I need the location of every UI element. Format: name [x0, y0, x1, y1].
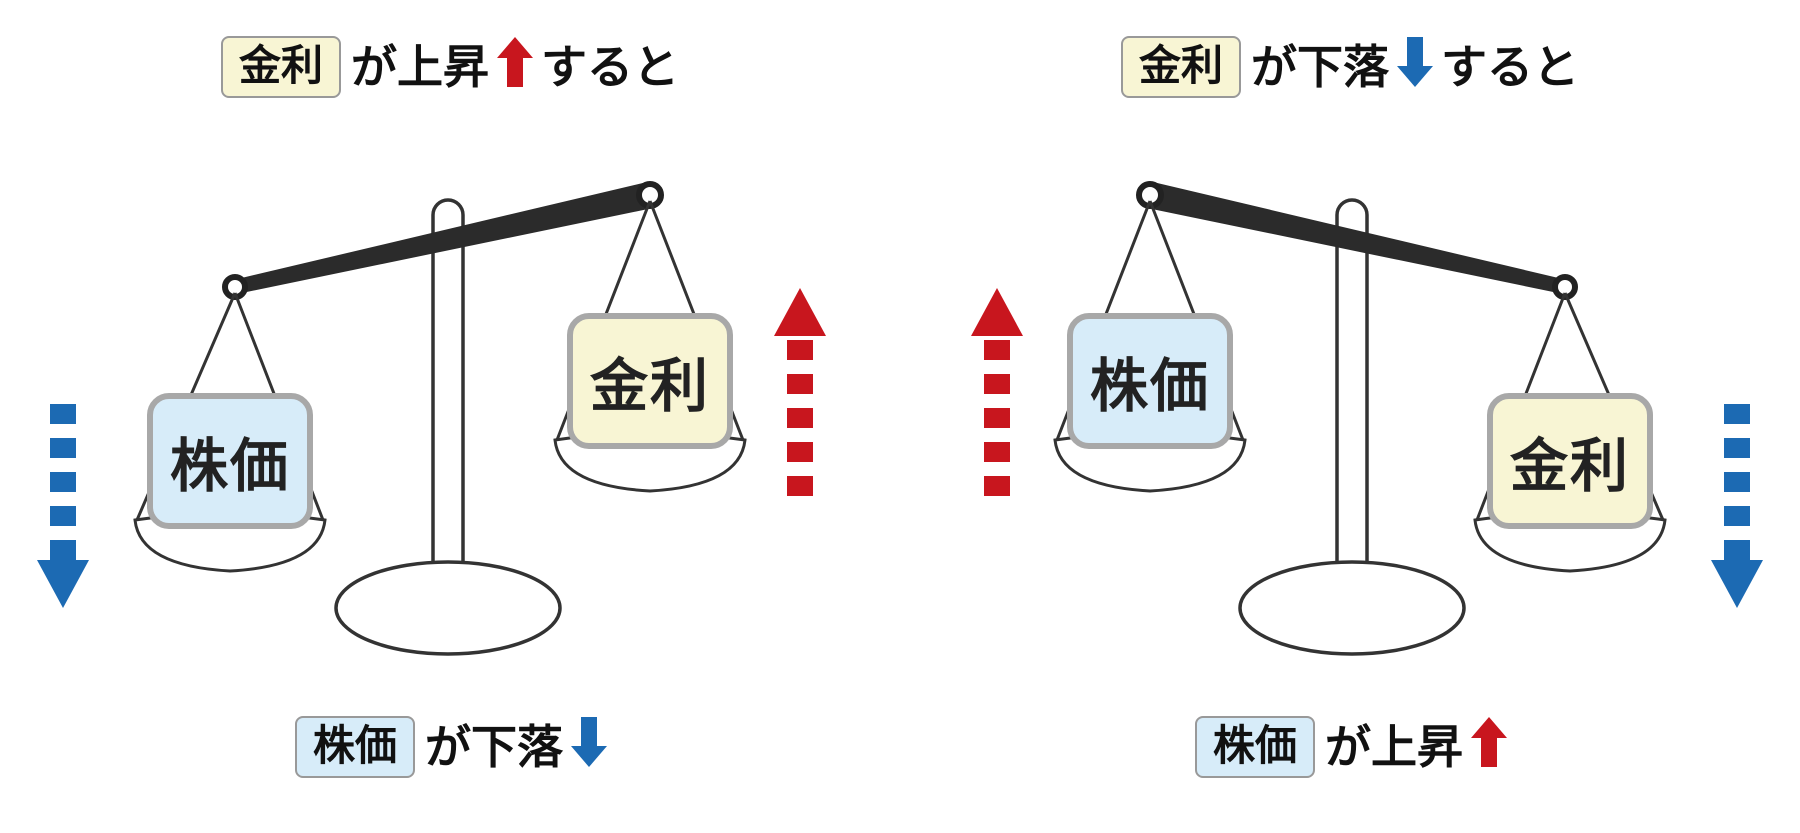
keyword-interest-chip: 金利: [220, 36, 341, 99]
label-interest-left-scale: 金利: [567, 313, 733, 449]
title-suffix: すると: [1441, 40, 1579, 93]
beam-ring-left: [1136, 181, 1164, 209]
title-suffix: すると: [541, 40, 679, 93]
up-arrow-icon: [1471, 716, 1507, 778]
footer-text: が下落: [425, 720, 563, 773]
pillar: [1335, 198, 1369, 602]
pillar: [431, 198, 465, 602]
label-interest-right-scale: 金利: [1487, 393, 1653, 529]
down-arrow-dashed-icon: [37, 404, 89, 608]
beam: [1147, 182, 1567, 294]
up-arrow-dashed-icon: [971, 288, 1023, 496]
label-stock-left-scale: 株価: [147, 393, 313, 529]
label-stock-right-scale: 株価: [1067, 313, 1233, 449]
up-arrow-icon: [497, 36, 533, 98]
down-arrow-icon: [1397, 36, 1433, 98]
beam: [233, 182, 653, 294]
title-text: が下落: [1251, 40, 1389, 93]
right-title: 金利 が下落 すると: [900, 36, 1800, 99]
base: [1238, 560, 1466, 656]
base: [334, 560, 562, 656]
keyword-interest-chip: 金利: [1120, 36, 1241, 99]
title-text: が上昇: [351, 40, 489, 93]
up-arrow-dashed-icon: [774, 288, 826, 496]
keyword-stock-chip: 株価: [294, 716, 415, 779]
keyword-stock-chip: 株価: [1194, 716, 1315, 779]
down-arrow-dashed-icon: [1711, 404, 1763, 608]
footer-text: が上昇: [1325, 720, 1463, 773]
left-title: 金利 が上昇 すると: [0, 36, 900, 99]
left-footer: 株価 が下落: [0, 716, 900, 779]
beam-ring-right: [636, 181, 664, 209]
right-footer: 株価 が上昇: [900, 716, 1800, 779]
down-arrow-icon: [571, 716, 607, 778]
